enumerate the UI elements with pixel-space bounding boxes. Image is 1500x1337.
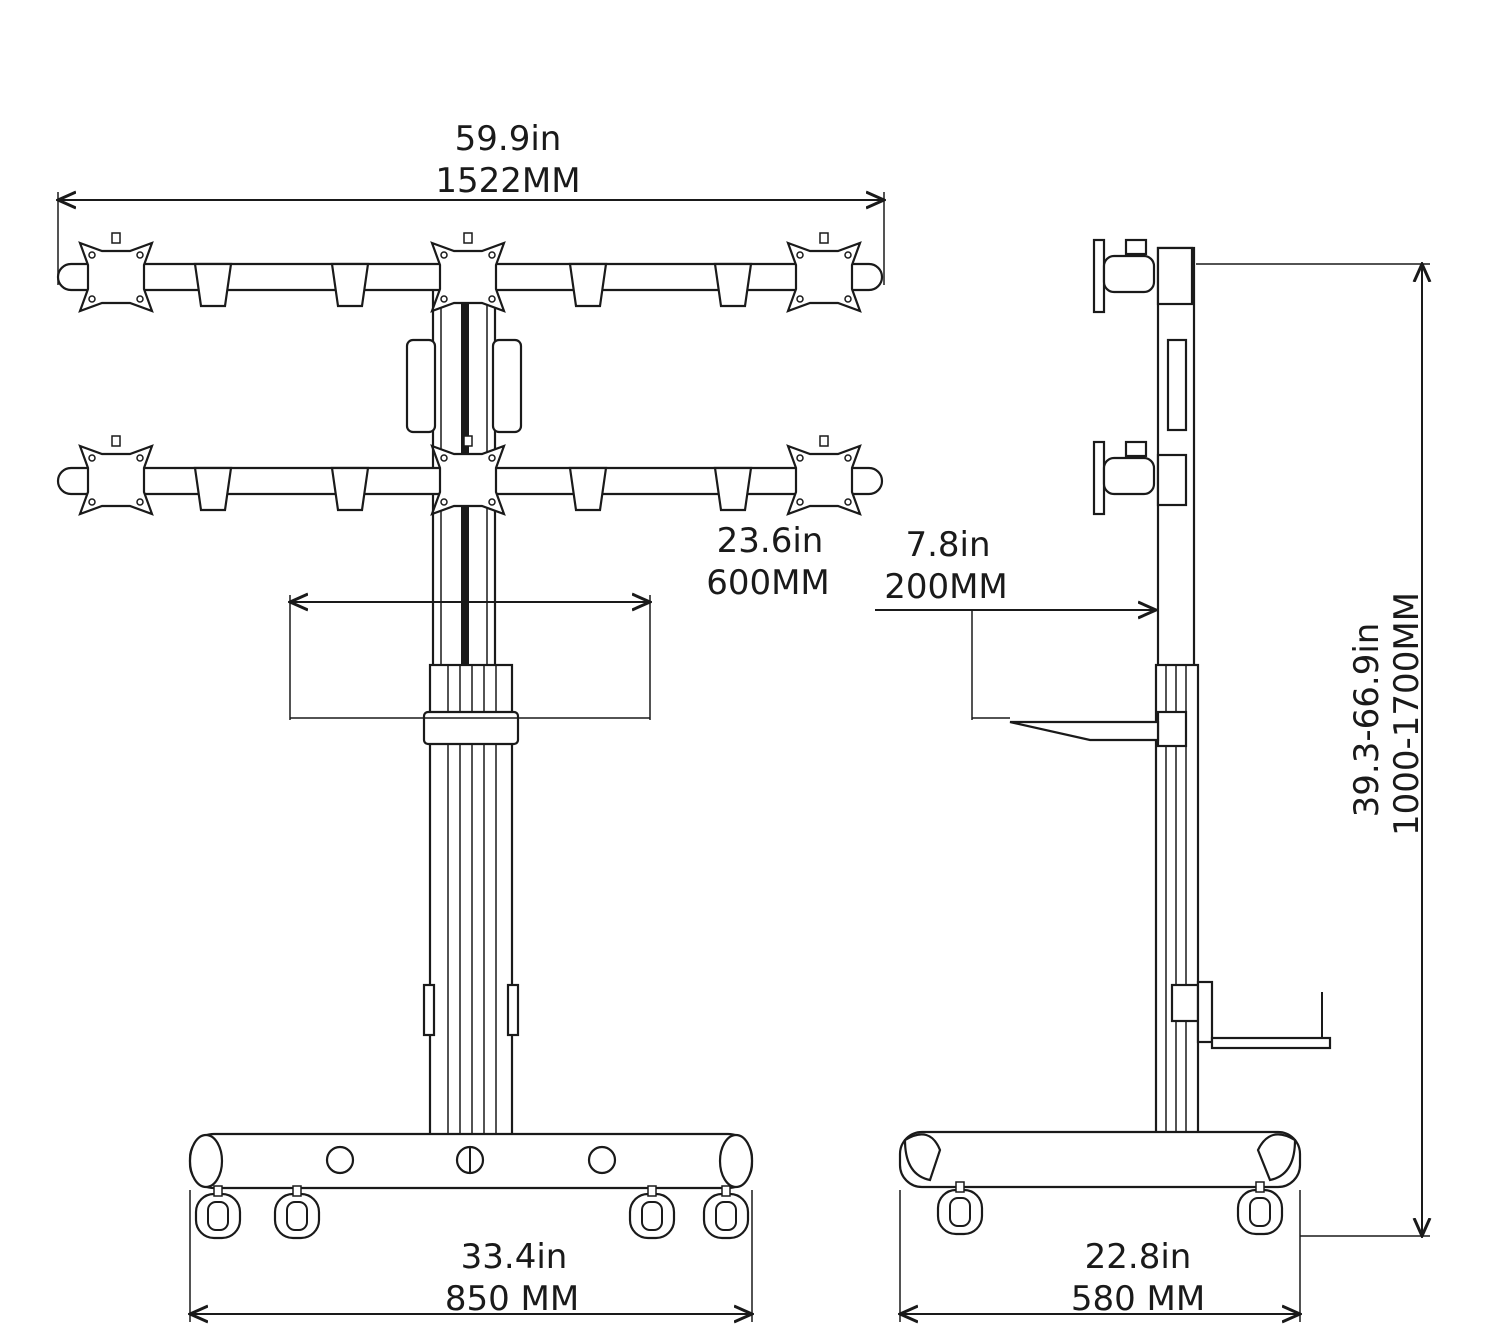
upper-crossbar	[56, 231, 884, 313]
height-dimension	[1196, 264, 1430, 1236]
side-top-shelf	[1009, 710, 1188, 748]
caster-wheel	[936, 1180, 984, 1236]
side-base	[898, 1130, 1302, 1236]
vesa-plate	[430, 231, 506, 313]
base-width-inches: 33.4in	[461, 1237, 568, 1277]
front-view	[58, 192, 884, 1322]
shelf-depth-dimension	[875, 610, 1156, 720]
caster-wheel	[702, 1184, 750, 1240]
caster-wheel	[273, 1184, 321, 1240]
base-width-mm: 850 MM	[445, 1279, 579, 1319]
total-width-inches: 59.9in	[455, 119, 562, 159]
vesa-plate	[78, 434, 154, 516]
height-range-mm: 1000-1700MM	[1387, 592, 1427, 836]
vesa-plate	[786, 231, 862, 313]
mount-spacing-dimension	[290, 595, 650, 720]
base-depth-inches: 22.8in	[1085, 1237, 1192, 1277]
caster-wheel	[1236, 1180, 1284, 1236]
side-view	[875, 238, 1430, 1322]
caster-wheel	[628, 1184, 676, 1240]
total-width-mm: 1522MM	[435, 161, 580, 201]
side-upper-bracket	[1092, 238, 1194, 314]
height-range-inches: 39.3-66.9in	[1347, 623, 1387, 818]
handle	[405, 338, 523, 434]
mount-spacing-mm: 600MM	[706, 563, 830, 603]
vesa-plate	[786, 434, 862, 516]
mount-spacing-inches: 23.6in	[717, 521, 824, 561]
front-base	[188, 1132, 754, 1240]
shelf-depth-inches: 7.8in	[905, 525, 990, 565]
base-depth-mm: 580 MM	[1071, 1279, 1205, 1319]
caster-wheel	[194, 1184, 242, 1240]
side-lower-shelf	[1170, 980, 1332, 1050]
lower-crossbar	[56, 434, 884, 516]
side-lower-bracket	[1092, 440, 1188, 516]
shelf-depth-mm: 200MM	[884, 567, 1008, 607]
vesa-plate	[78, 231, 154, 313]
